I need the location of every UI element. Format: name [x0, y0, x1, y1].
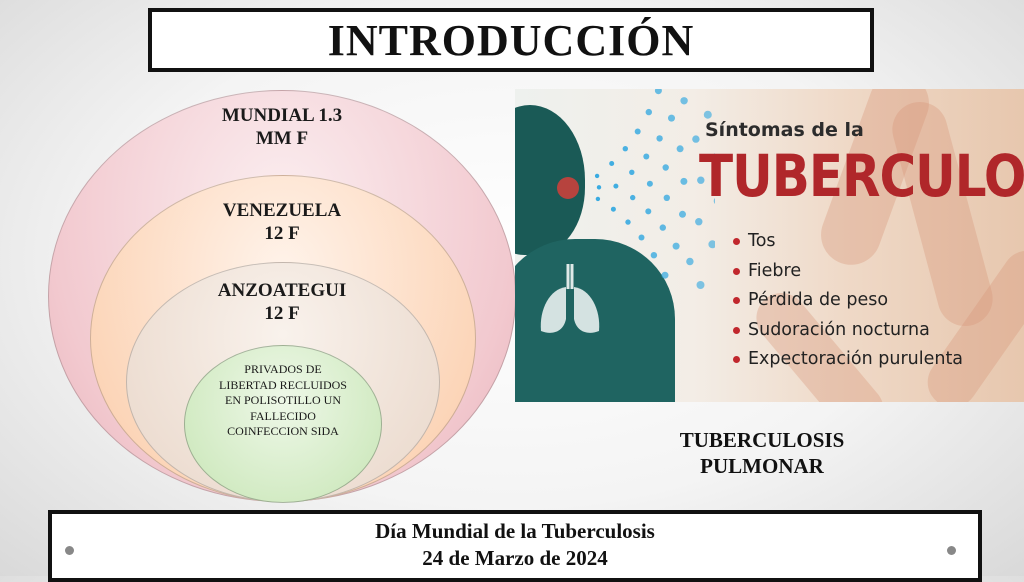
ring-prisoners [184, 345, 382, 503]
caption: TUBERCULOSIS PULMONAR [650, 427, 874, 479]
infographic-heading-small: Síntomas de la [705, 119, 864, 141]
footer-text: Día Mundial de la Tuberculosis 24 de Mar… [52, 518, 978, 572]
spray-droplet [680, 97, 688, 105]
ring-label-venezuela: VENEZUELA 12 F [222, 200, 342, 244]
spray-droplet [679, 210, 686, 218]
spray-droplet [629, 169, 635, 175]
spray-droplet [695, 218, 703, 226]
spray-droplet [663, 194, 670, 201]
caption-line-1: TUBERCULOSIS [679, 428, 845, 452]
bullet-icon [733, 238, 740, 246]
spray-droplet [595, 196, 601, 202]
ring-label-anzoategui: ANZOATEGUI 12 F [217, 280, 347, 324]
spray-droplet [672, 242, 680, 250]
footer-box: Día Mundial de la Tuberculosis 24 de Mar… [48, 510, 982, 582]
spray-droplet [643, 153, 650, 160]
symptom-item: Expectoración purulenta [733, 345, 963, 375]
spray-droplet [645, 108, 652, 116]
bullet-icon [733, 326, 740, 334]
footer-dot-right [947, 546, 956, 555]
spray-droplet [630, 194, 636, 201]
symptom-item: Sudoración nocturna [733, 316, 963, 346]
spray-droplet [650, 252, 658, 259]
ring-label-world: MUNDIAL 1.3 MM F [221, 105, 343, 149]
bullet-icon [733, 356, 740, 364]
ring-label-prisoners: PRIVADOS DE LIBERTAD RECLUIDOS EN POLISO… [219, 362, 347, 438]
spray-droplet [703, 110, 712, 119]
spray-droplet [680, 177, 688, 185]
cough-origin-icon [557, 177, 579, 199]
spray-droplet [696, 281, 705, 289]
spray-droplet [686, 257, 694, 266]
bullet-icon [733, 267, 740, 275]
spray-droplet [609, 161, 615, 166]
spray-droplet [656, 135, 663, 142]
spray-droplet [713, 198, 715, 204]
footer-line-2: 24 de Marzo de 2024 [422, 546, 608, 570]
lungs-icon [540, 264, 600, 333]
spray-droplet [610, 206, 616, 212]
spray-droplet [594, 173, 600, 179]
spray-droplet [712, 153, 715, 161]
spray-droplet [625, 219, 631, 225]
spray-droplet [662, 164, 669, 171]
symptom-list: Tos Fiebre Pérdida de peso Sudoración no… [733, 227, 963, 375]
spray-droplet [661, 271, 669, 279]
spray-droplet [634, 128, 641, 135]
spray-droplet [613, 183, 619, 189]
title-box: INTRODUCCIÓN [148, 8, 874, 72]
spray-droplet [646, 180, 653, 187]
slide-title: INTRODUCCIÓN [327, 15, 695, 65]
spray-droplet [654, 89, 662, 95]
spray-droplet [697, 176, 705, 184]
symptom-item: Tos [733, 227, 963, 257]
spray-droplet [668, 114, 675, 122]
spray-droplet [596, 185, 602, 190]
spray-droplet [708, 240, 715, 249]
infographic-heading-big: TUBERCULOSIS [699, 143, 1024, 210]
symptom-item: Pérdida de peso [733, 286, 963, 316]
tuberculosis-symptoms-image: Síntomas de la TUBERCULOSIS Tos Fiebre P… [515, 89, 1024, 402]
cough-spray-icon [594, 89, 715, 289]
footer-dot-left [65, 546, 74, 555]
spray-droplet [622, 146, 628, 152]
caption-line-2: PULMONAR [700, 454, 824, 478]
bullet-icon [733, 297, 740, 305]
spray-droplet [645, 208, 652, 215]
spray-droplet [692, 135, 700, 143]
symptom-item: Fiebre [733, 257, 963, 287]
spray-droplet [638, 234, 645, 241]
footer-line-1: Día Mundial de la Tuberculosis [375, 519, 655, 543]
spray-droplet [659, 224, 666, 231]
spray-droplet [676, 145, 684, 153]
